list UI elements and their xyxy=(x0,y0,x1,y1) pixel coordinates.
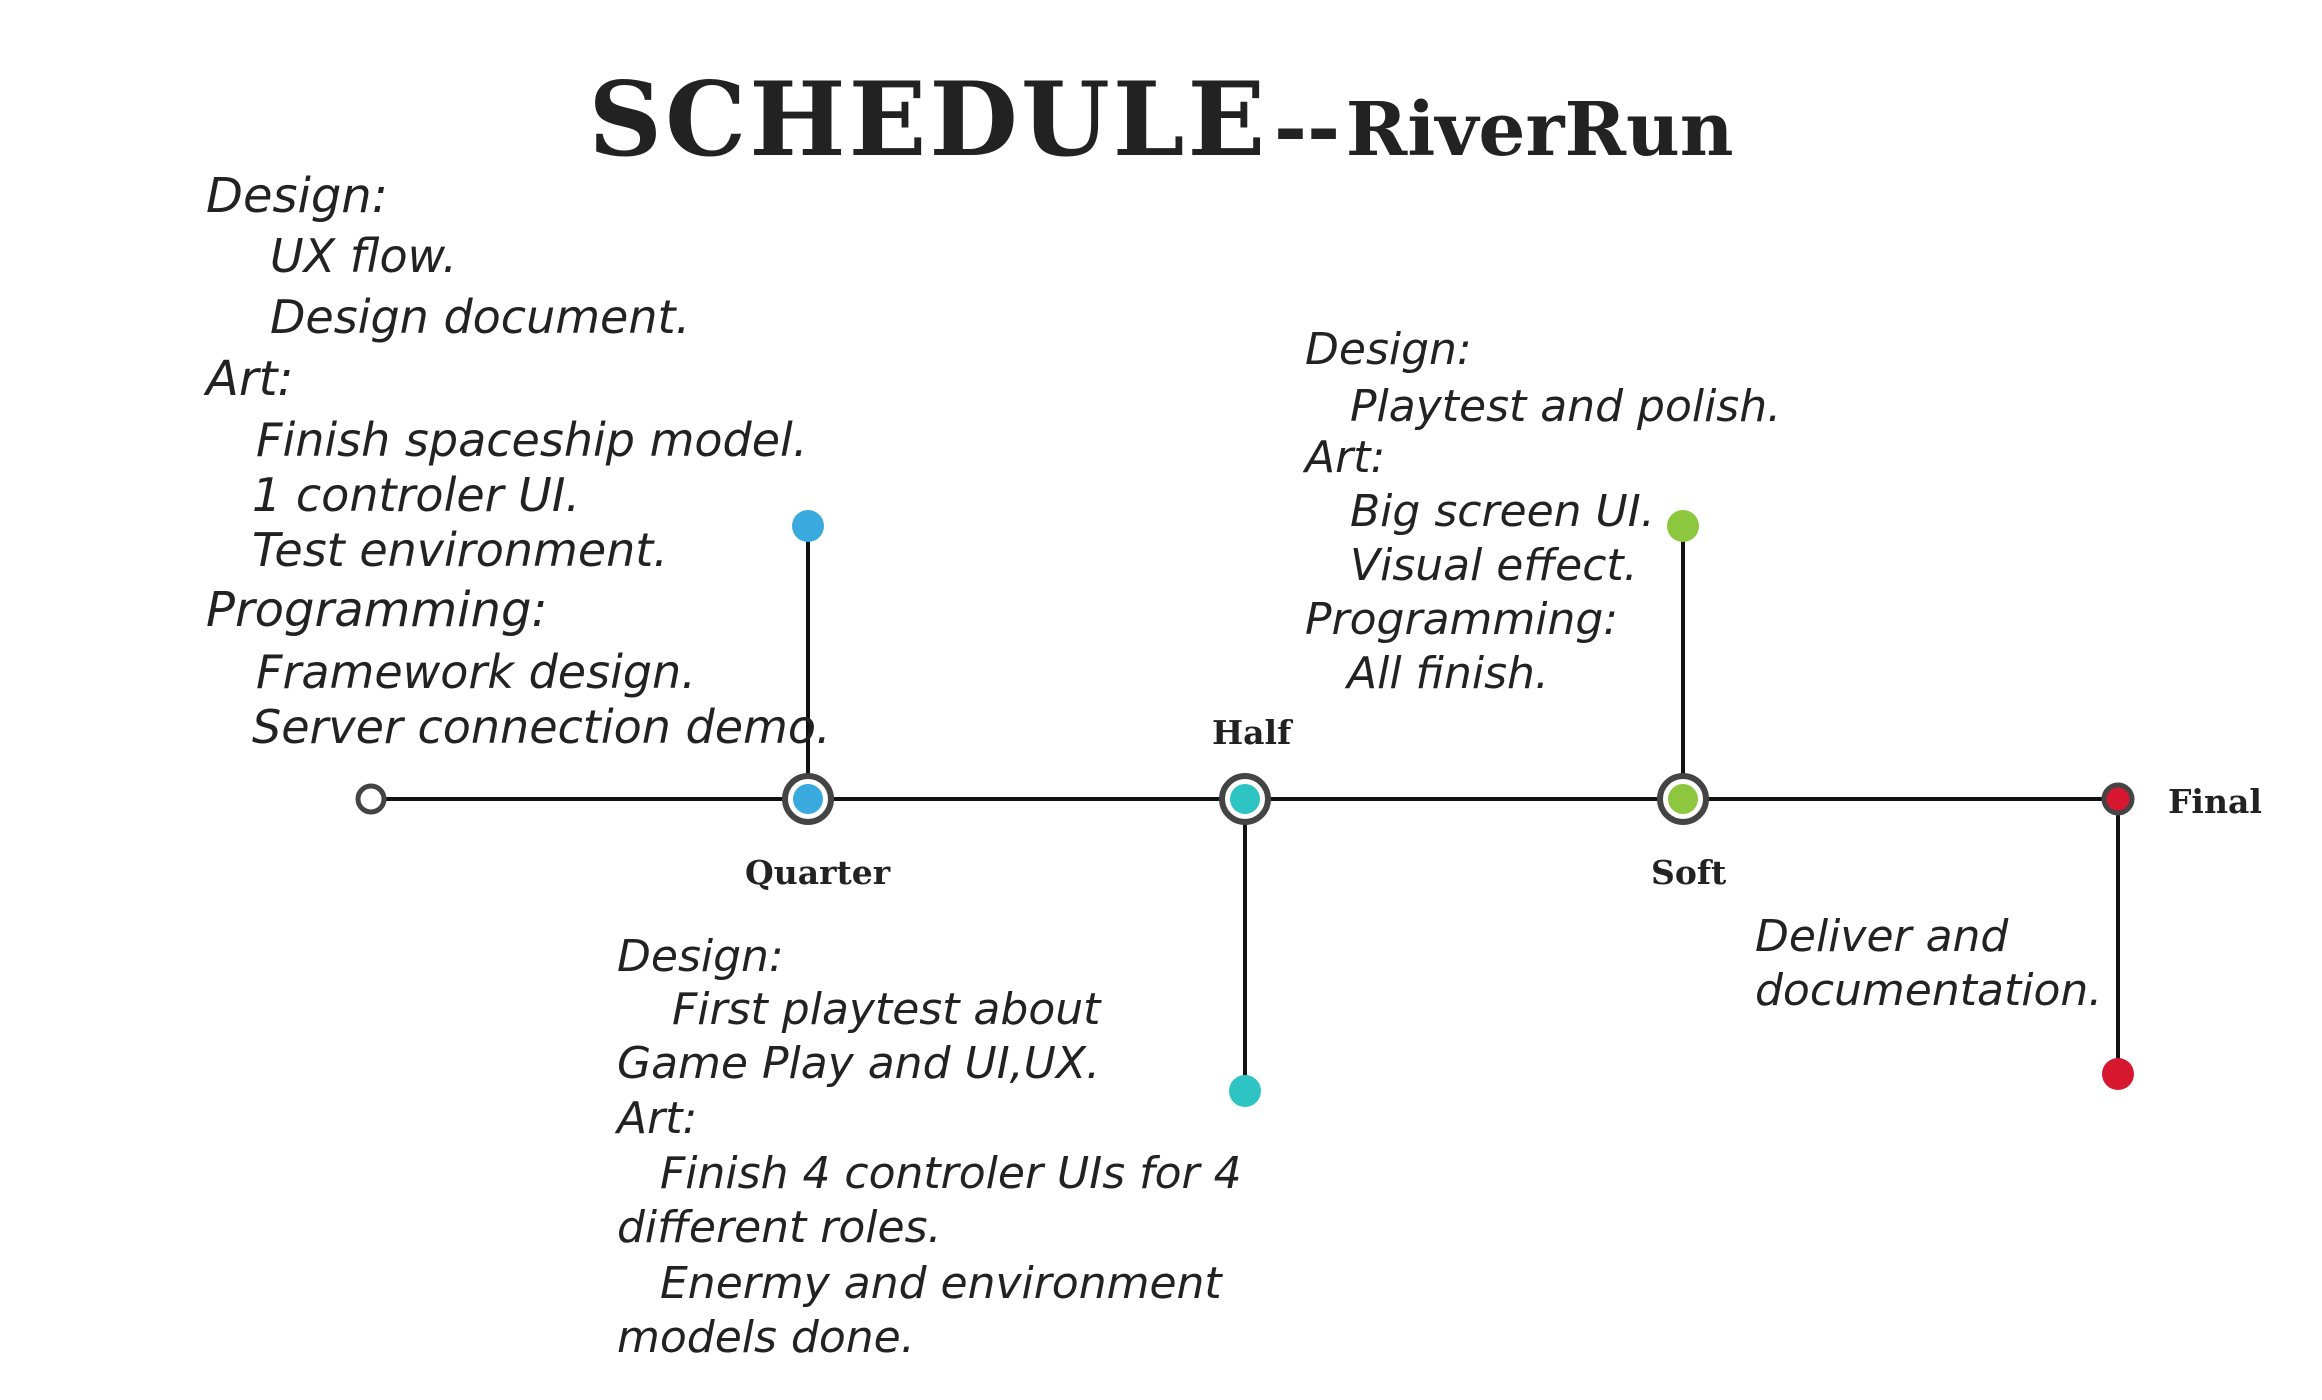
milestone-label-quarter: Quarter xyxy=(745,853,891,892)
final-note-line: documentation. xyxy=(1755,965,2103,1016)
half-stem-dot xyxy=(1229,1075,1261,1107)
quarter-programming-item: Server connection demo. xyxy=(252,700,831,754)
half-design-item: Game Play and UI,UX. xyxy=(617,1038,1100,1089)
soft-art-item: Big screen UI. xyxy=(1350,486,1655,537)
quarter-programming-heading: Programming: xyxy=(206,582,548,638)
half-art-item: Finish 4 controler UIs for 4 xyxy=(660,1148,1242,1199)
quarter-art-heading: Art: xyxy=(206,351,294,407)
page-title: SCHEDULE -- RiverRun xyxy=(0,60,2322,180)
half-design-heading: Design: xyxy=(617,931,784,982)
half-design-item: First playtest about xyxy=(672,984,1101,1035)
quarter-design-item: UX flow. xyxy=(270,229,457,283)
soft-art-heading: Art: xyxy=(1305,432,1386,483)
final-note-line: Deliver and xyxy=(1755,911,2009,962)
quarter-stem-dot xyxy=(792,510,824,542)
half-art-item: models done. xyxy=(617,1312,915,1363)
soft-programming-heading: Programming: xyxy=(1305,594,1619,645)
soft-node xyxy=(1668,784,1698,814)
title-subtitle: RiverRun xyxy=(1345,87,1734,173)
quarter-art-item: 1 controler UI. xyxy=(252,468,581,522)
milestone-label-soft: Soft xyxy=(1651,853,1727,892)
soft-design-heading: Design: xyxy=(1305,324,1472,375)
half-art-item: different roles. xyxy=(617,1202,942,1253)
half-art-item: Enermy and environment xyxy=(660,1258,1222,1309)
title-main: SCHEDULE xyxy=(588,60,1269,180)
half-art-heading: Art: xyxy=(617,1093,698,1144)
soft-stem-dot xyxy=(1667,510,1699,542)
half-node xyxy=(1230,784,1260,814)
quarter-node xyxy=(793,784,823,814)
soft-design-item: Playtest and polish. xyxy=(1350,381,1782,432)
quarter-art-item: Test environment. xyxy=(252,523,668,577)
soft-programming-item: All finish. xyxy=(1347,648,1549,699)
final-node xyxy=(2101,782,2135,816)
milestone-label-final: Final xyxy=(2168,782,2262,821)
final-stem-dot xyxy=(2102,1058,2134,1090)
milestone-label-half: Half xyxy=(1212,713,1292,752)
soft-art-item: Visual effect. xyxy=(1350,540,1638,591)
timeline-start-node xyxy=(355,783,387,815)
quarter-art-item: Finish spaceship model. xyxy=(256,413,808,467)
quarter-design-item: Design document. xyxy=(270,290,691,344)
title-separator: -- xyxy=(1273,80,1341,174)
quarter-programming-item: Framework design. xyxy=(256,645,696,699)
quarter-design-heading: Design: xyxy=(206,168,388,224)
